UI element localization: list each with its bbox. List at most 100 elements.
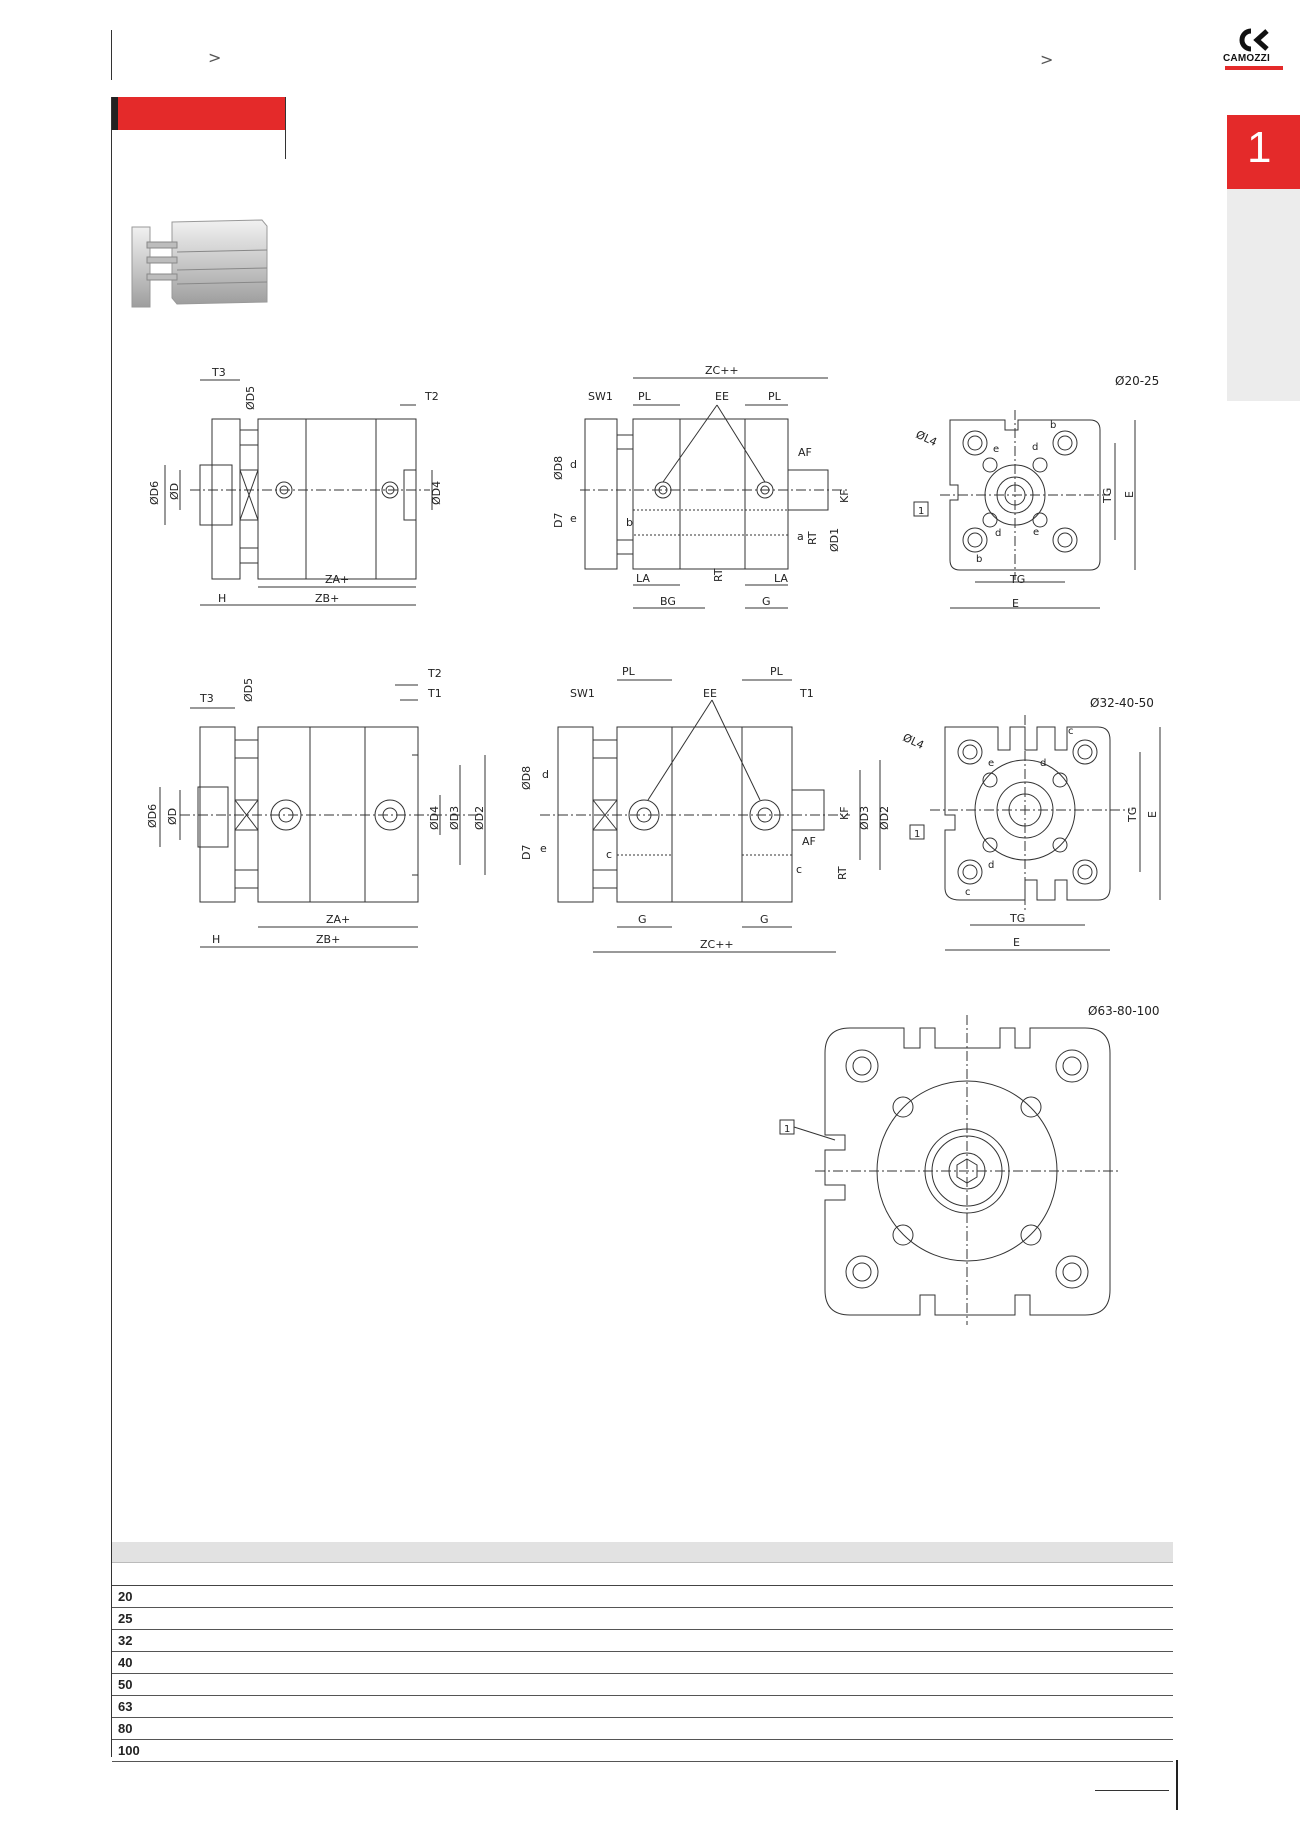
drawing-label-bottom: Ø63-80-100 bbox=[1088, 1004, 1160, 1018]
dim-label: ØD1 bbox=[828, 528, 841, 552]
section-tab[interactable]: 1 bbox=[1227, 115, 1300, 189]
dim-label: EE bbox=[715, 390, 729, 403]
dim-label: TG bbox=[1009, 912, 1025, 925]
side-panel bbox=[1227, 189, 1300, 401]
dim-label: EE bbox=[703, 687, 717, 700]
dim-label: ØD5 bbox=[244, 386, 257, 410]
dim-label: ØD2 bbox=[878, 806, 891, 830]
table-row: 40 bbox=[112, 1651, 1173, 1674]
callout-bottom: 1 bbox=[784, 1124, 790, 1135]
breadcrumb-arrow-left: > bbox=[208, 48, 222, 67]
dim-label: G bbox=[762, 595, 771, 608]
dim-label: ØD4 bbox=[430, 481, 443, 505]
dim-label: RT bbox=[806, 531, 819, 545]
dim-label: E bbox=[1123, 491, 1136, 498]
table-row: 20 bbox=[112, 1585, 1173, 1608]
dim-label: TG bbox=[1126, 807, 1139, 823]
footer-line bbox=[1095, 1790, 1169, 1791]
technical-drawings: Ø20-25 Ø32-40-50 Ø63-80-100 1 1 1 T3 ØD5… bbox=[146, 364, 1300, 1539]
dim-label: e bbox=[1033, 527, 1039, 538]
dim-label: T3 bbox=[211, 366, 226, 379]
logo-text: CAMOZZI bbox=[1223, 53, 1270, 64]
dim-label: SW1 bbox=[570, 687, 595, 700]
callout-top: 1 bbox=[918, 506, 924, 517]
dim-label: ZB+ bbox=[316, 933, 340, 946]
dim-label: d bbox=[988, 860, 994, 871]
dim-label: c bbox=[796, 863, 802, 876]
dim-label: PL bbox=[768, 390, 782, 403]
dim-label: SW1 bbox=[588, 390, 613, 403]
dim-label: AF bbox=[798, 446, 812, 459]
dim-label: ØD5 bbox=[242, 678, 255, 702]
dim-label: d bbox=[1040, 758, 1046, 769]
dim-label: d bbox=[995, 528, 1001, 539]
drawing-label-middle: Ø32-40-50 bbox=[1090, 696, 1154, 710]
dim-label: E bbox=[1146, 811, 1159, 818]
table-row: 25 bbox=[112, 1607, 1173, 1630]
dim-label: b bbox=[1050, 420, 1056, 431]
dim-label: RT bbox=[712, 568, 725, 582]
dim-label: TG bbox=[1009, 573, 1025, 586]
dim-label: ØD bbox=[168, 483, 181, 500]
dimension-table: 20 25 32 40 50 63 80 100 bbox=[112, 1542, 1173, 1762]
dim-label: H bbox=[218, 592, 226, 605]
title-divider bbox=[285, 97, 286, 159]
dim-label: T2 bbox=[424, 390, 439, 403]
dim-label: c bbox=[1068, 726, 1074, 737]
bore-size: 63 bbox=[112, 1695, 1173, 1718]
logo-underline bbox=[1225, 66, 1283, 70]
dim-label: G bbox=[760, 913, 769, 926]
dim-label: ØD8 bbox=[520, 766, 533, 790]
dim-label: e bbox=[570, 512, 577, 525]
table-subheader bbox=[112, 1562, 1173, 1586]
dim-label: ØD4 bbox=[428, 806, 441, 830]
dim-label: E bbox=[1013, 936, 1020, 949]
dim-label: ØD6 bbox=[148, 481, 161, 505]
drawing-label-top: Ø20-25 bbox=[1115, 374, 1159, 388]
breadcrumb-arrow-right: > bbox=[1040, 50, 1054, 69]
bore-size: 80 bbox=[112, 1717, 1173, 1740]
dim-label: AF bbox=[802, 835, 816, 848]
product-photo bbox=[131, 219, 268, 308]
dim-label: RT bbox=[836, 866, 849, 880]
dim-label: TG bbox=[1101, 488, 1114, 504]
table-row: 50 bbox=[112, 1673, 1173, 1696]
footer-divider bbox=[1176, 1760, 1178, 1810]
dim-label: d bbox=[570, 458, 577, 471]
dim-label: d bbox=[1032, 442, 1038, 453]
table-row: 80 bbox=[112, 1717, 1173, 1740]
dim-label: c bbox=[965, 887, 971, 898]
dim-label: ZC++ bbox=[705, 364, 739, 377]
dim-label: T1 bbox=[799, 687, 814, 700]
dim-label: D7 bbox=[552, 513, 565, 528]
dim-label: H bbox=[212, 933, 220, 946]
bore-size: 25 bbox=[112, 1607, 1173, 1630]
page-left-rule bbox=[111, 97, 112, 1757]
dim-label: ØD3 bbox=[448, 806, 461, 830]
dim-label: e bbox=[540, 842, 547, 855]
bore-size: 50 bbox=[112, 1673, 1173, 1696]
dim-label: ZB+ bbox=[315, 592, 339, 605]
bore-size: 32 bbox=[112, 1629, 1173, 1652]
dim-label: PL bbox=[622, 665, 636, 678]
dim-label: ZC++ bbox=[700, 938, 734, 951]
dim-label: e bbox=[993, 444, 999, 455]
dim-label: D7 bbox=[520, 845, 533, 860]
dim-label: d bbox=[542, 768, 549, 781]
dim-label: KF bbox=[838, 806, 851, 820]
dim-label: ØL4 bbox=[914, 428, 939, 449]
dim-label: ØD bbox=[166, 808, 179, 825]
table-row: 32 bbox=[112, 1629, 1173, 1652]
dim-label: ØD8 bbox=[552, 456, 565, 480]
dim-label: T2 bbox=[427, 667, 442, 680]
dim-label: b bbox=[976, 554, 982, 565]
section-number: 1 bbox=[1247, 123, 1272, 172]
dim-label: e bbox=[988, 758, 994, 769]
dim-label: ØD6 bbox=[146, 804, 159, 828]
dim-label: a bbox=[797, 530, 804, 543]
dim-label: c bbox=[606, 848, 612, 861]
bore-size: 20 bbox=[112, 1585, 1173, 1608]
dim-label: PL bbox=[770, 665, 784, 678]
dim-label: T1 bbox=[427, 687, 442, 700]
dim-label: b bbox=[626, 516, 633, 529]
